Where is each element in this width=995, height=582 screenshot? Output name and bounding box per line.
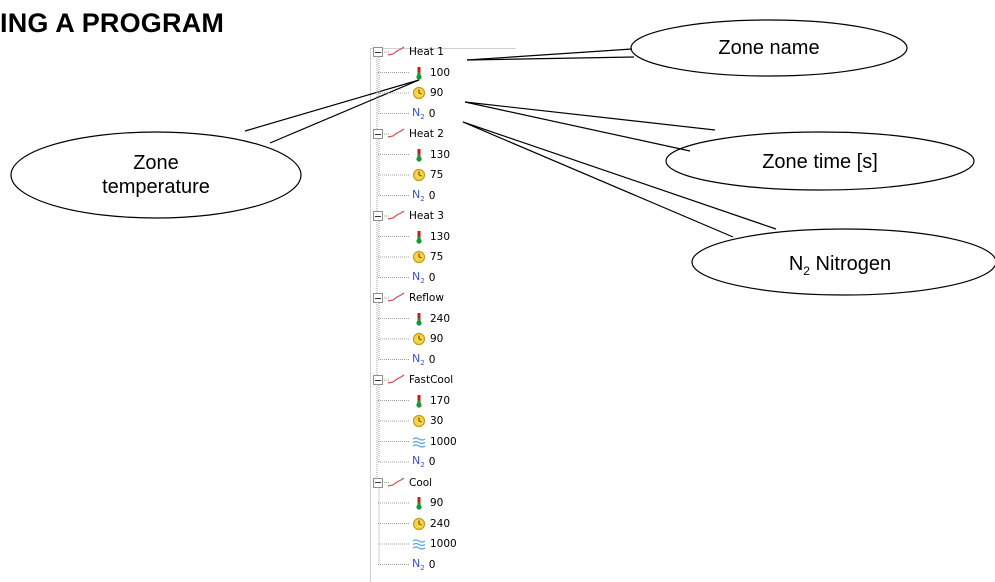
clock-icon <box>412 250 426 264</box>
tree-leaf-temperature[interactable]: 170 <box>412 393 450 409</box>
thermometer-icon <box>412 496 426 510</box>
collapse-toggle-icon[interactable] <box>373 375 383 385</box>
zone-graph-icon <box>387 128 405 138</box>
callout-zone-time-label: Zone time [s] <box>762 151 878 173</box>
callout-zone-temperature-line2: temperature <box>102 176 210 198</box>
clock-icon <box>412 86 426 100</box>
tree-zone-node[interactable]: Cool <box>373 475 432 491</box>
nitrogen-icon: N2 <box>412 351 425 368</box>
thermometer-icon <box>412 312 426 326</box>
leaf-value: 130 <box>430 230 451 243</box>
collapse-toggle-icon[interactable] <box>373 47 383 57</box>
leaf-value: 75 <box>430 169 444 181</box>
clock-icon <box>412 414 426 428</box>
leaf-value: 0 <box>428 271 436 284</box>
tree-leaf-fan[interactable]: 1000 <box>412 434 457 450</box>
nitrogen-n: N <box>788 253 804 275</box>
tree-leaf-time[interactable]: 240 <box>412 516 450 532</box>
clock-icon <box>412 168 426 182</box>
callout-nitrogen-label: N2 Nitrogen <box>720 252 960 283</box>
tree-leaf-time[interactable]: 90 <box>412 331 443 347</box>
zone-name: FastCool <box>409 374 454 386</box>
leaf-value: 130 <box>430 148 451 161</box>
fan-icon <box>412 435 426 449</box>
tree-zone-node[interactable]: Heat 1 <box>373 44 444 60</box>
leaf-value: 0 <box>428 189 436 202</box>
leaf-value: 0 <box>428 558 436 571</box>
tree-leaf-temperature[interactable]: 90 <box>412 495 443 511</box>
leaf-value: 90 <box>430 333 444 345</box>
callout-zone-name-label: Zone name <box>718 37 820 59</box>
callout-zone-temperature-line1: Zone <box>133 152 179 174</box>
clock-icon <box>412 517 426 531</box>
collapse-toggle-icon[interactable] <box>373 211 383 221</box>
zone-name: Heat 2 <box>409 128 444 140</box>
callout-zone-temperature-label: Zone temperature <box>40 151 272 199</box>
fan-icon <box>412 537 426 551</box>
leaf-value: 170 <box>430 394 451 407</box>
zone-name: Heat 3 <box>409 210 444 222</box>
thermometer-icon <box>412 66 426 80</box>
collapse-toggle-icon[interactable] <box>373 293 383 303</box>
nitrogen-icon: N2 <box>412 269 425 286</box>
collapse-toggle-icon[interactable] <box>373 477 383 488</box>
zone-name: Reflow <box>409 292 444 304</box>
leaf-value: 90 <box>430 87 444 99</box>
tree-leaf-temperature[interactable]: 100 <box>412 65 450 81</box>
leaf-value: 0 <box>428 353 436 366</box>
zone-graph-icon <box>387 46 405 56</box>
thermometer-icon <box>412 230 426 244</box>
zone-graph-icon <box>387 374 405 384</box>
thermometer-icon <box>412 394 426 408</box>
leaf-value: 100 <box>430 66 451 79</box>
tree-leaf-temperature[interactable]: 130 <box>412 147 450 163</box>
nitrogen-icon: N2 <box>412 556 425 573</box>
tree-leaf-fan[interactable]: 1000 <box>412 536 457 552</box>
leaf-value: 240 <box>430 517 451 530</box>
leaf-value: 30 <box>430 415 444 427</box>
zone-graph-icon <box>387 477 405 487</box>
tree-zone-node[interactable]: Heat 3 <box>373 208 444 224</box>
leaf-value: 0 <box>428 107 436 120</box>
tree-leaf-time[interactable]: 90 <box>412 85 443 101</box>
tree-leaf-time[interactable]: 30 <box>412 413 443 429</box>
leaf-value: 0 <box>428 456 436 468</box>
leaf-value: 1000 <box>430 435 457 448</box>
tree-zone-node[interactable]: Reflow <box>373 290 444 306</box>
collapse-toggle-icon[interactable] <box>373 129 383 139</box>
zone-graph-icon <box>387 210 405 220</box>
leaf-value: 240 <box>430 312 451 325</box>
thermometer-icon <box>412 148 426 162</box>
clock-icon <box>412 332 426 346</box>
nitrogen-icon: N2 <box>412 187 425 204</box>
leaf-value: 75 <box>430 251 444 263</box>
tree-zone-node[interactable]: Heat 2 <box>373 126 444 142</box>
nitrogen-icon: N2 <box>412 105 425 122</box>
nitrogen-word: Nitrogen <box>809 253 892 275</box>
leaf-value: 90 <box>430 497 444 509</box>
zone-name: Heat 1 <box>409 46 444 58</box>
zone-name: Cool <box>409 476 433 489</box>
tree-leaf-time[interactable]: 75 <box>412 167 443 183</box>
nitrogen-icon: N2 <box>412 454 425 470</box>
tree-zone-node[interactable]: FastCool <box>373 372 453 388</box>
leaf-value: 1000 <box>430 538 457 550</box>
tree-leaf-temperature[interactable]: 240 <box>412 311 450 327</box>
nitrogen-subscript: 2 <box>803 264 810 278</box>
tree-leaf-temperature[interactable]: 130 <box>412 229 450 245</box>
page-heading: ING A PROGRAM <box>0 8 225 38</box>
tree-leaf-time[interactable]: 75 <box>412 249 443 265</box>
zone-graph-icon <box>387 292 405 302</box>
